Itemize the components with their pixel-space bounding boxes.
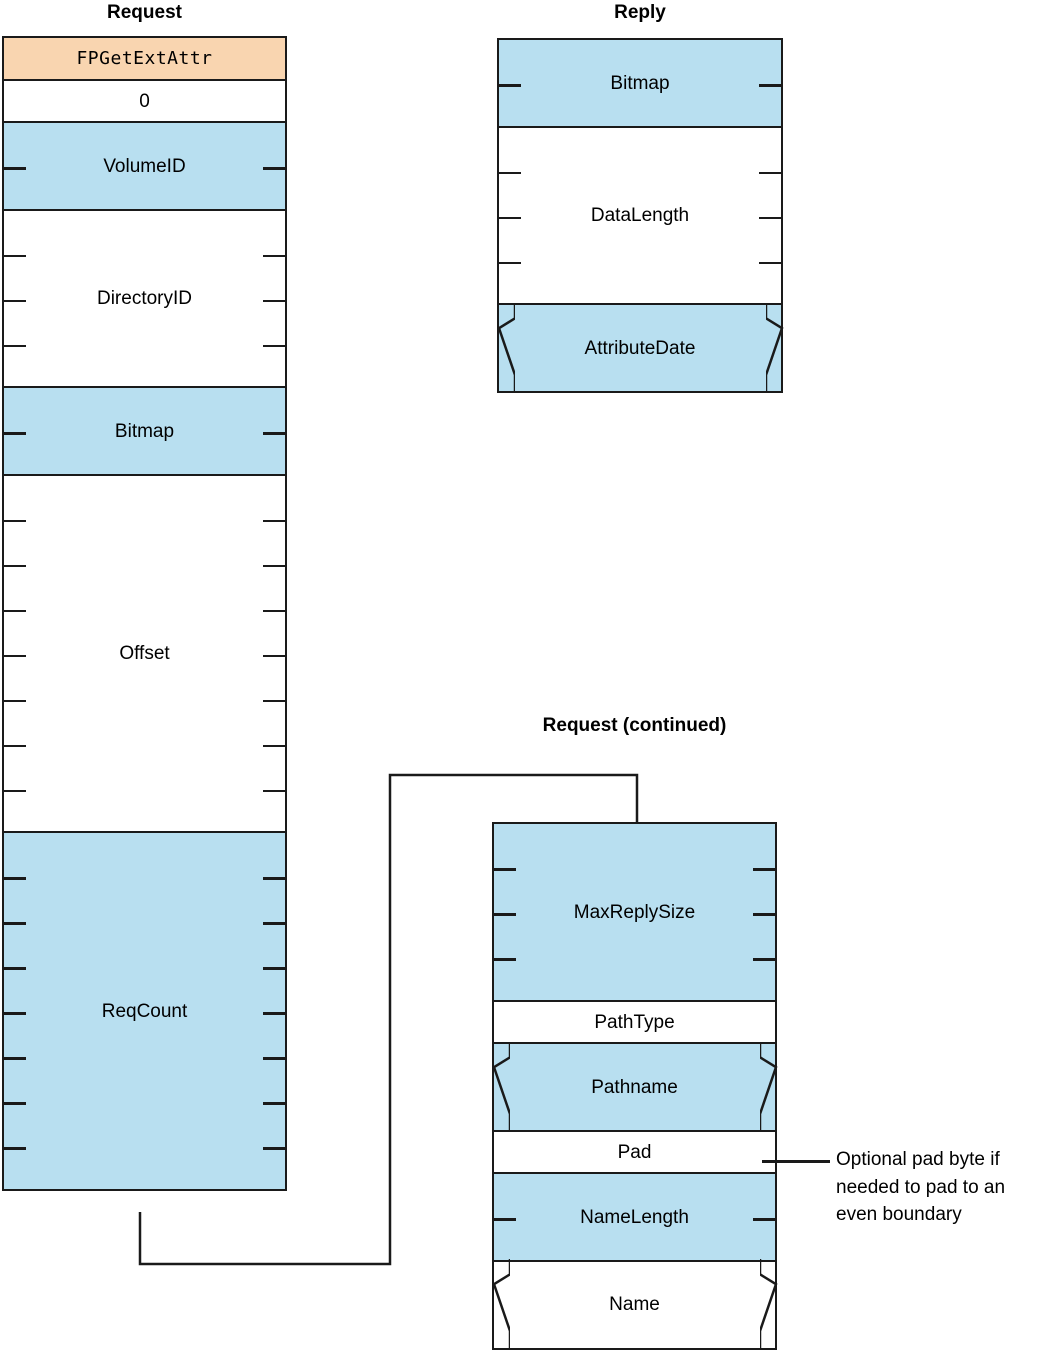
- byte-boundary-tick: [263, 699, 285, 702]
- byte-boundary-tick: [4, 254, 26, 257]
- byte-boundary-tick: [263, 789, 285, 792]
- byte-boundary-tick: [4, 299, 26, 302]
- byte-boundary-tick: [753, 913, 775, 916]
- field-offset: Offset: [2, 473, 287, 834]
- field-label: PathType: [594, 1011, 675, 1033]
- byte-boundary-tick: [263, 344, 285, 347]
- byte-boundary-tick: [4, 432, 26, 435]
- byte-boundary-tick: [263, 299, 285, 302]
- pad-leader-line: [762, 1160, 830, 1163]
- field-label: NameLength: [580, 1206, 689, 1228]
- field-pathname: Pathname: [491, 1041, 778, 1132]
- byte-boundary-tick: [263, 1012, 285, 1015]
- byte-boundary-tick: [494, 1218, 516, 1221]
- byte-boundary-tick: [499, 171, 521, 174]
- field-label: Pathname: [591, 1076, 678, 1098]
- byte-boundary-tick: [759, 261, 781, 264]
- field-label: 0: [139, 90, 150, 112]
- byte-boundary-tick: [759, 84, 781, 87]
- field-pad: Pad: [492, 1129, 777, 1175]
- field-namelength: NameLength: [492, 1172, 777, 1262]
- byte-boundary-tick: [4, 1057, 26, 1060]
- byte-boundary-tick: [499, 84, 521, 87]
- byte-boundary-tick: [263, 564, 285, 567]
- byte-boundary-tick: [4, 967, 26, 970]
- byte-boundary-tick: [263, 654, 285, 657]
- byte-boundary-tick: [494, 868, 516, 871]
- field-label: AttributeDate: [584, 337, 696, 359]
- byte-boundary-tick: [753, 1218, 775, 1221]
- byte-boundary-tick: [759, 216, 781, 219]
- field-label: ReqCount: [101, 1000, 188, 1022]
- field-label: MaxReplySize: [573, 901, 696, 923]
- byte-boundary-tick: [263, 1102, 285, 1105]
- byte-boundary-tick: [4, 519, 26, 522]
- byte-boundary-tick: [263, 1147, 285, 1150]
- field-label: FPGetExtAttr: [76, 47, 213, 69]
- byte-boundary-tick: [4, 922, 26, 925]
- field-label: Bitmap: [610, 72, 670, 94]
- byte-boundary-tick: [263, 922, 285, 925]
- field-label: Pad: [617, 1141, 652, 1163]
- field-label: Offset: [119, 643, 170, 664]
- field-label: DirectoryID: [96, 288, 192, 309]
- request-continued-column-title: Request (continued): [542, 715, 727, 736]
- byte-boundary-tick: [4, 167, 26, 170]
- byte-boundary-tick: [263, 967, 285, 970]
- byte-boundary-tick: [263, 519, 285, 522]
- field-label: Bitmap: [114, 420, 175, 442]
- byte-boundary-tick: [494, 913, 516, 916]
- reply-column-title: Reply: [614, 2, 666, 23]
- byte-boundary-tick: [4, 699, 26, 702]
- field-label: Name: [609, 1294, 660, 1315]
- byte-boundary-tick: [499, 261, 521, 264]
- pad-annotation-text: Optional pad byte if needed to pad to an…: [836, 1149, 1006, 1226]
- byte-boundary-tick: [753, 958, 775, 961]
- byte-boundary-tick: [4, 1102, 26, 1105]
- byte-boundary-tick: [753, 868, 775, 871]
- byte-boundary-tick: [759, 171, 781, 174]
- byte-boundary-tick: [499, 216, 521, 219]
- field-reqcount: ReqCount: [2, 831, 287, 1191]
- byte-boundary-tick: [263, 744, 285, 747]
- field-datalength: DataLength: [497, 125, 783, 306]
- byte-boundary-tick: [4, 789, 26, 792]
- byte-boundary-tick: [4, 877, 26, 880]
- byte-boundary-tick: [4, 564, 26, 567]
- byte-boundary-tick: [4, 344, 26, 347]
- byte-boundary-tick: [263, 609, 285, 612]
- byte-boundary-tick: [4, 1012, 26, 1015]
- byte-boundary-tick: [4, 609, 26, 612]
- field-label: VolumeID: [103, 155, 186, 177]
- byte-boundary-tick: [263, 432, 285, 435]
- byte-boundary-tick: [4, 744, 26, 747]
- field-bitmap: Bitmap: [2, 386, 287, 476]
- field-volumeid: VolumeID: [2, 121, 287, 211]
- byte-boundary-tick: [263, 167, 285, 170]
- byte-boundary-tick: [263, 877, 285, 880]
- field-label: DataLength: [590, 205, 690, 226]
- field-attributedate: AttributeDate: [496, 302, 784, 393]
- byte-boundary-tick: [4, 654, 26, 657]
- field-maxreplysize: MaxReplySize: [492, 822, 777, 1002]
- byte-boundary-tick: [263, 254, 285, 257]
- byte-boundary-tick: [4, 1147, 26, 1150]
- field-bitmap: Bitmap: [497, 38, 783, 128]
- request-column-title: Request: [107, 2, 182, 23]
- byte-boundary-tick: [263, 1057, 285, 1060]
- byte-boundary-tick: [494, 958, 516, 961]
